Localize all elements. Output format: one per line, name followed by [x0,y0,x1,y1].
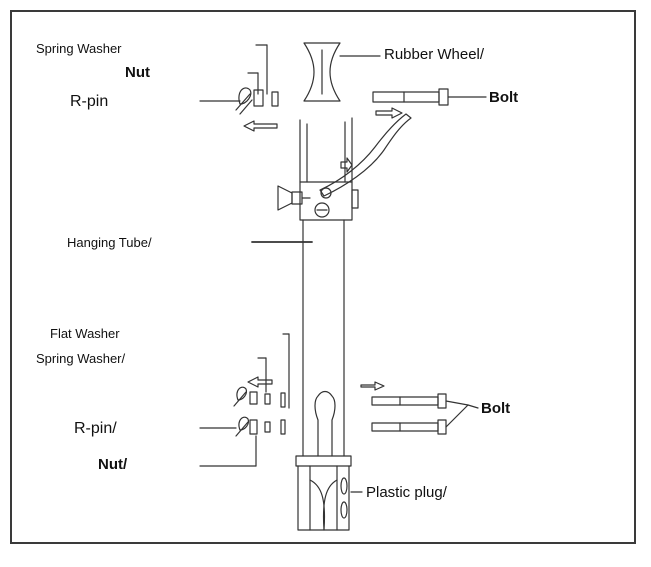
bottom-bolts [360,381,479,435]
label-bolt-top: Bolt [489,89,519,106]
bolt-top-part [372,88,487,119]
top-left-arrow [243,120,278,132]
inner-pin [314,390,336,457]
label-spring-washer-top: Spring Washer [36,41,122,56]
side-knob [351,189,359,209]
label-hanging-tube: Hanging Tube/ [67,235,152,250]
nut-top-part [253,89,264,107]
label-nut-bottom: Nut/ [98,456,128,473]
label-flat-washer: Flat Washer [50,326,120,341]
label-spring-washer-bottom: Spring Washer/ [36,351,126,366]
bottom-leader-lines [199,333,290,467]
label-r-pin-bottom: R-pin/ [74,420,117,437]
r-pin-top-part [235,87,253,115]
label-bolt-bottom: Bolt [481,400,511,417]
wing-screw [277,185,311,211]
fork-bracket [299,117,353,221]
nut-bottom-lower [249,419,258,435]
diagram-frame [10,10,636,544]
plastic-plug-part [295,455,363,531]
top-leader-lines [199,44,268,102]
label-plastic-plug: Plastic plug/ [366,484,447,501]
spring-washer-bottom-lower [264,421,271,433]
rubber-wheel-part [303,42,381,102]
r-pin-bottom-upper [233,386,248,407]
label-r-pin-top: R-pin [70,93,109,110]
r-pin-bottom-lower [235,416,250,437]
hanging-tube [251,219,345,457]
bottom-left-arrow [247,376,273,388]
label-nut-top: Nut [125,64,150,81]
label-rubber-wheel: Rubber Wheel/ [384,46,485,63]
flat-washer-bottom-upper [280,392,286,408]
nut-bottom-upper [249,391,258,405]
lever-handle [314,113,412,218]
flat-washer-bottom-lower [280,419,286,435]
spring-washer-bottom-upper [264,393,271,405]
spring-washer-top-part [271,91,279,107]
